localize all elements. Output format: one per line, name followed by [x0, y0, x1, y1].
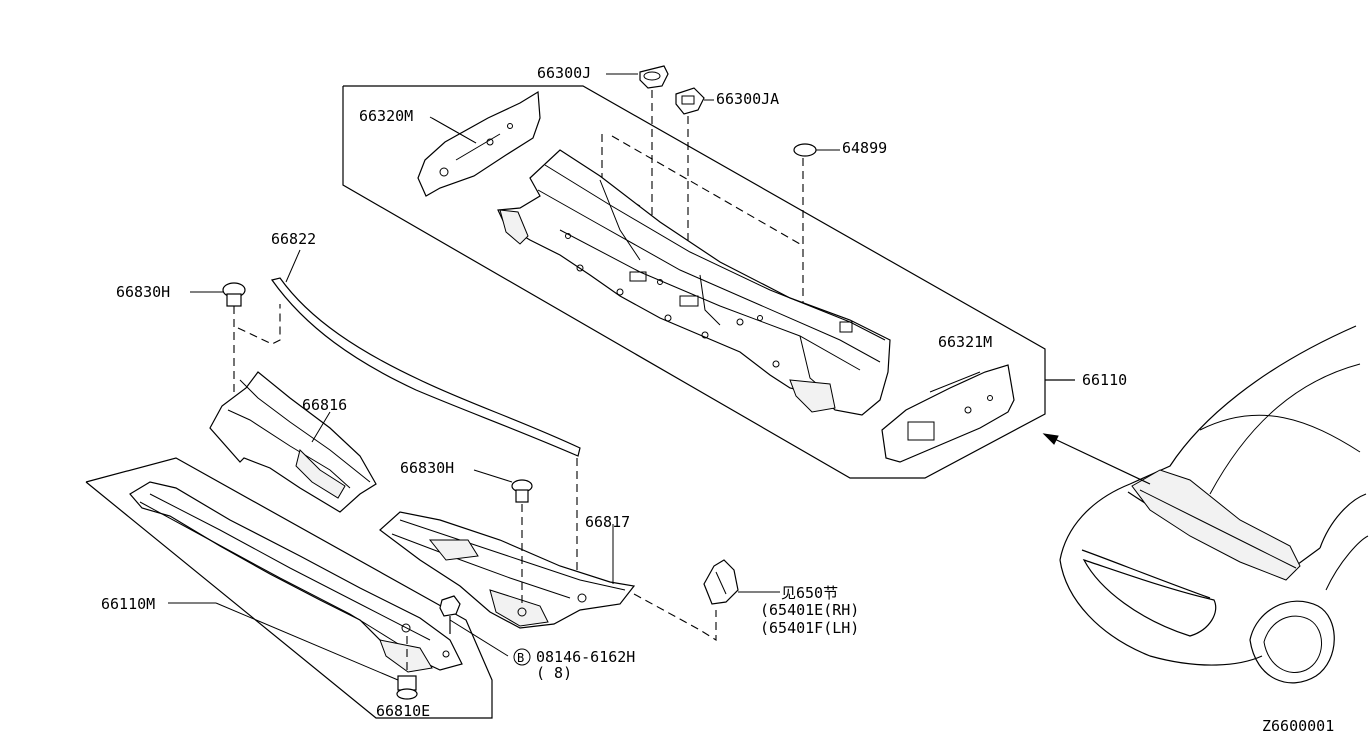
bolt-badge-letter: B [517, 651, 524, 665]
label-bolt-part: 08146-6162H [536, 648, 635, 666]
part-66822-seal-strip [237, 249, 581, 595]
part-66816-cowl-grille [209, 371, 377, 513]
label-66810e: 66810E [376, 702, 430, 720]
part-66817-panel [379, 511, 636, 629]
label-66816: 66816 [302, 396, 347, 414]
label-66830h-upper: 66830H [116, 283, 170, 301]
clip-66810e [396, 636, 418, 700]
part-66320m-bracket [417, 90, 541, 197]
label-66110: 66110 [1082, 371, 1127, 389]
grommet-64899 [793, 143, 840, 312]
group-66110-outline [342, 85, 1075, 479]
label-66822: 66822 [271, 230, 316, 248]
part-66321m-bracket [881, 364, 1015, 463]
part-66110-cowl-top [497, 149, 891, 416]
label-66321m: 66321M [938, 333, 992, 351]
label-ref-lh: (65401F(LH) [760, 619, 859, 637]
label-ref-see-section: 见650节 [781, 584, 838, 602]
group-66110m-outline [85, 457, 493, 719]
label-66320m: 66320M [359, 107, 413, 125]
label-66817: 66817 [585, 513, 630, 531]
bolt-badge-circle [513, 648, 531, 666]
label-ref-rh: (65401E(RH) [760, 601, 859, 619]
part-hood-hinge-ref [633, 559, 780, 641]
label-66300j: 66300J [537, 64, 591, 82]
car-illustration [1042, 325, 1369, 684]
guide-upper-2 [611, 135, 801, 245]
label-66830h-lower: 66830H [400, 459, 454, 477]
part-66110m-lower-panel [129, 481, 463, 673]
drawing-id: Z6600001 [1262, 717, 1334, 735]
clip-66830h-lower [473, 469, 533, 608]
bolt-08146-6162h [439, 595, 509, 657]
label-66300ja: 66300JA [716, 90, 779, 108]
label-66110m: 66110M [101, 595, 155, 613]
label-bolt-qty: ( 8) [536, 664, 572, 682]
label-64899: 64899 [842, 139, 887, 157]
